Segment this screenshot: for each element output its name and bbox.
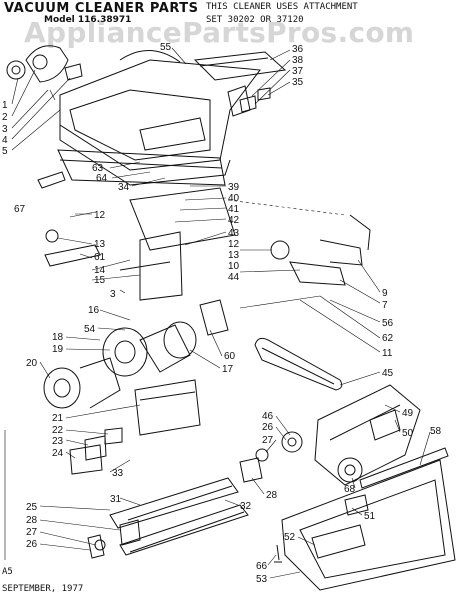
- callout-label: 39: [228, 182, 240, 193]
- callout-label: 63: [92, 163, 104, 174]
- callout-label: 15: [94, 275, 106, 286]
- callout-label: 12: [228, 239, 240, 250]
- callout-label: 17: [222, 364, 234, 375]
- callout-label: 3: [110, 289, 116, 300]
- callout-label: 45: [382, 368, 394, 379]
- motor-assembly: [43, 299, 229, 409]
- wheel-parts-left: [6, 45, 83, 101]
- callout-label: 1: [2, 100, 8, 111]
- callout-label: 13: [228, 250, 240, 261]
- diagram-title: VACUUM CLEANER PARTS: [4, 1, 199, 16]
- callout-label: 50: [402, 428, 414, 439]
- attachment-note-line-2: SET 30202 OR 37120: [206, 15, 304, 25]
- callout-label: 43: [228, 228, 240, 239]
- leader-lines: [4, 47, 431, 579]
- watermark: AppliancePartsPros.com: [24, 16, 415, 49]
- callout-label: 27: [262, 435, 274, 446]
- attachment-note-line-1: THIS CLEANER USES ATTACHMENT: [206, 2, 358, 12]
- right-linkage: [227, 199, 371, 309]
- bumper-strip: [57, 149, 226, 186]
- callout-label: 27: [26, 527, 38, 538]
- callout-label: 3: [2, 124, 8, 135]
- callout-label: 7: [382, 300, 388, 311]
- callout-label: 11: [382, 348, 393, 359]
- hood-assembly: [59, 50, 261, 186]
- callout-label: 66: [256, 561, 268, 572]
- callout-label: 41: [228, 204, 240, 215]
- callout-label: 24: [52, 448, 64, 459]
- callout-label: 61: [94, 252, 106, 263]
- callout-label: 18: [52, 332, 64, 343]
- roller-end-parts: [239, 431, 303, 483]
- callout-label: 32: [240, 501, 252, 512]
- base-plate: [134, 379, 201, 436]
- lower-housing: [314, 384, 421, 486]
- callout-label: 25: [26, 502, 38, 513]
- callout-label: 40: [228, 193, 240, 204]
- callout-label: 16: [88, 305, 100, 316]
- callout-label: 31: [110, 494, 122, 505]
- callout-label: 4: [2, 135, 8, 146]
- publication-date: SEPTEMBER, 1977: [2, 584, 84, 594]
- brush-roll: [109, 477, 249, 556]
- callout-label: 28: [26, 515, 38, 526]
- callout-labels: 1 2 3 4 5 55 36 38 37 35 63 64 34 39 40 …: [2, 42, 442, 585]
- callout-label: 35: [292, 77, 304, 88]
- brush-end-caps: [87, 519, 141, 559]
- callout-label: 14: [94, 265, 106, 276]
- pedal-lever: [44, 211, 101, 267]
- latch-parts: [227, 85, 271, 117]
- callout-label: 49: [402, 408, 414, 419]
- drive-belt: [254, 337, 343, 391]
- callout-label: 60: [224, 351, 236, 362]
- callout-label: 51: [364, 511, 376, 522]
- callout-label: 21: [52, 413, 64, 424]
- callout-label: 26: [26, 539, 38, 550]
- callout-label: 10: [228, 261, 240, 272]
- callout-label: 9: [382, 288, 388, 299]
- callout-label: 62: [382, 333, 394, 344]
- callout-label: 68: [344, 484, 356, 495]
- pin-part: [274, 544, 282, 563]
- callout-label: 67: [14, 204, 26, 215]
- callout-label: 54: [84, 324, 96, 335]
- handle-bracket: [193, 51, 287, 81]
- callout-label: 38: [292, 55, 304, 66]
- callout-label: 20: [26, 358, 38, 369]
- callout-label: 55: [160, 42, 172, 53]
- base-pan: [281, 447, 456, 591]
- frame-assembly: [119, 187, 236, 301]
- callout-label: 12: [94, 210, 106, 221]
- callout-label: 44: [228, 272, 240, 283]
- callout-label: 36: [292, 44, 304, 55]
- page-code: A5: [2, 567, 13, 577]
- clip-part: [37, 171, 66, 189]
- callout-label: 13: [94, 239, 106, 250]
- callout-label: 37: [292, 66, 304, 77]
- callout-label: 64: [96, 173, 108, 184]
- callout-label: 23: [52, 436, 64, 447]
- callout-label: 26: [262, 422, 274, 433]
- callout-label: 52: [284, 532, 296, 543]
- callout-label: 42: [228, 215, 240, 226]
- callout-label: 2: [2, 112, 8, 123]
- callout-label: 58: [430, 426, 442, 437]
- callout-label: 19: [52, 344, 64, 355]
- callout-label: 53: [256, 574, 268, 585]
- small-bracket-parts: [69, 427, 123, 475]
- callout-label: 46: [262, 411, 274, 422]
- callout-label: 28: [266, 490, 278, 501]
- callout-label: 33: [112, 468, 124, 479]
- callout-label: 34: [118, 182, 130, 193]
- callout-label: 5: [2, 146, 8, 157]
- model-number: Model 116.38971: [44, 15, 132, 25]
- callout-label: 56: [382, 318, 394, 329]
- callout-label: 22: [52, 425, 64, 436]
